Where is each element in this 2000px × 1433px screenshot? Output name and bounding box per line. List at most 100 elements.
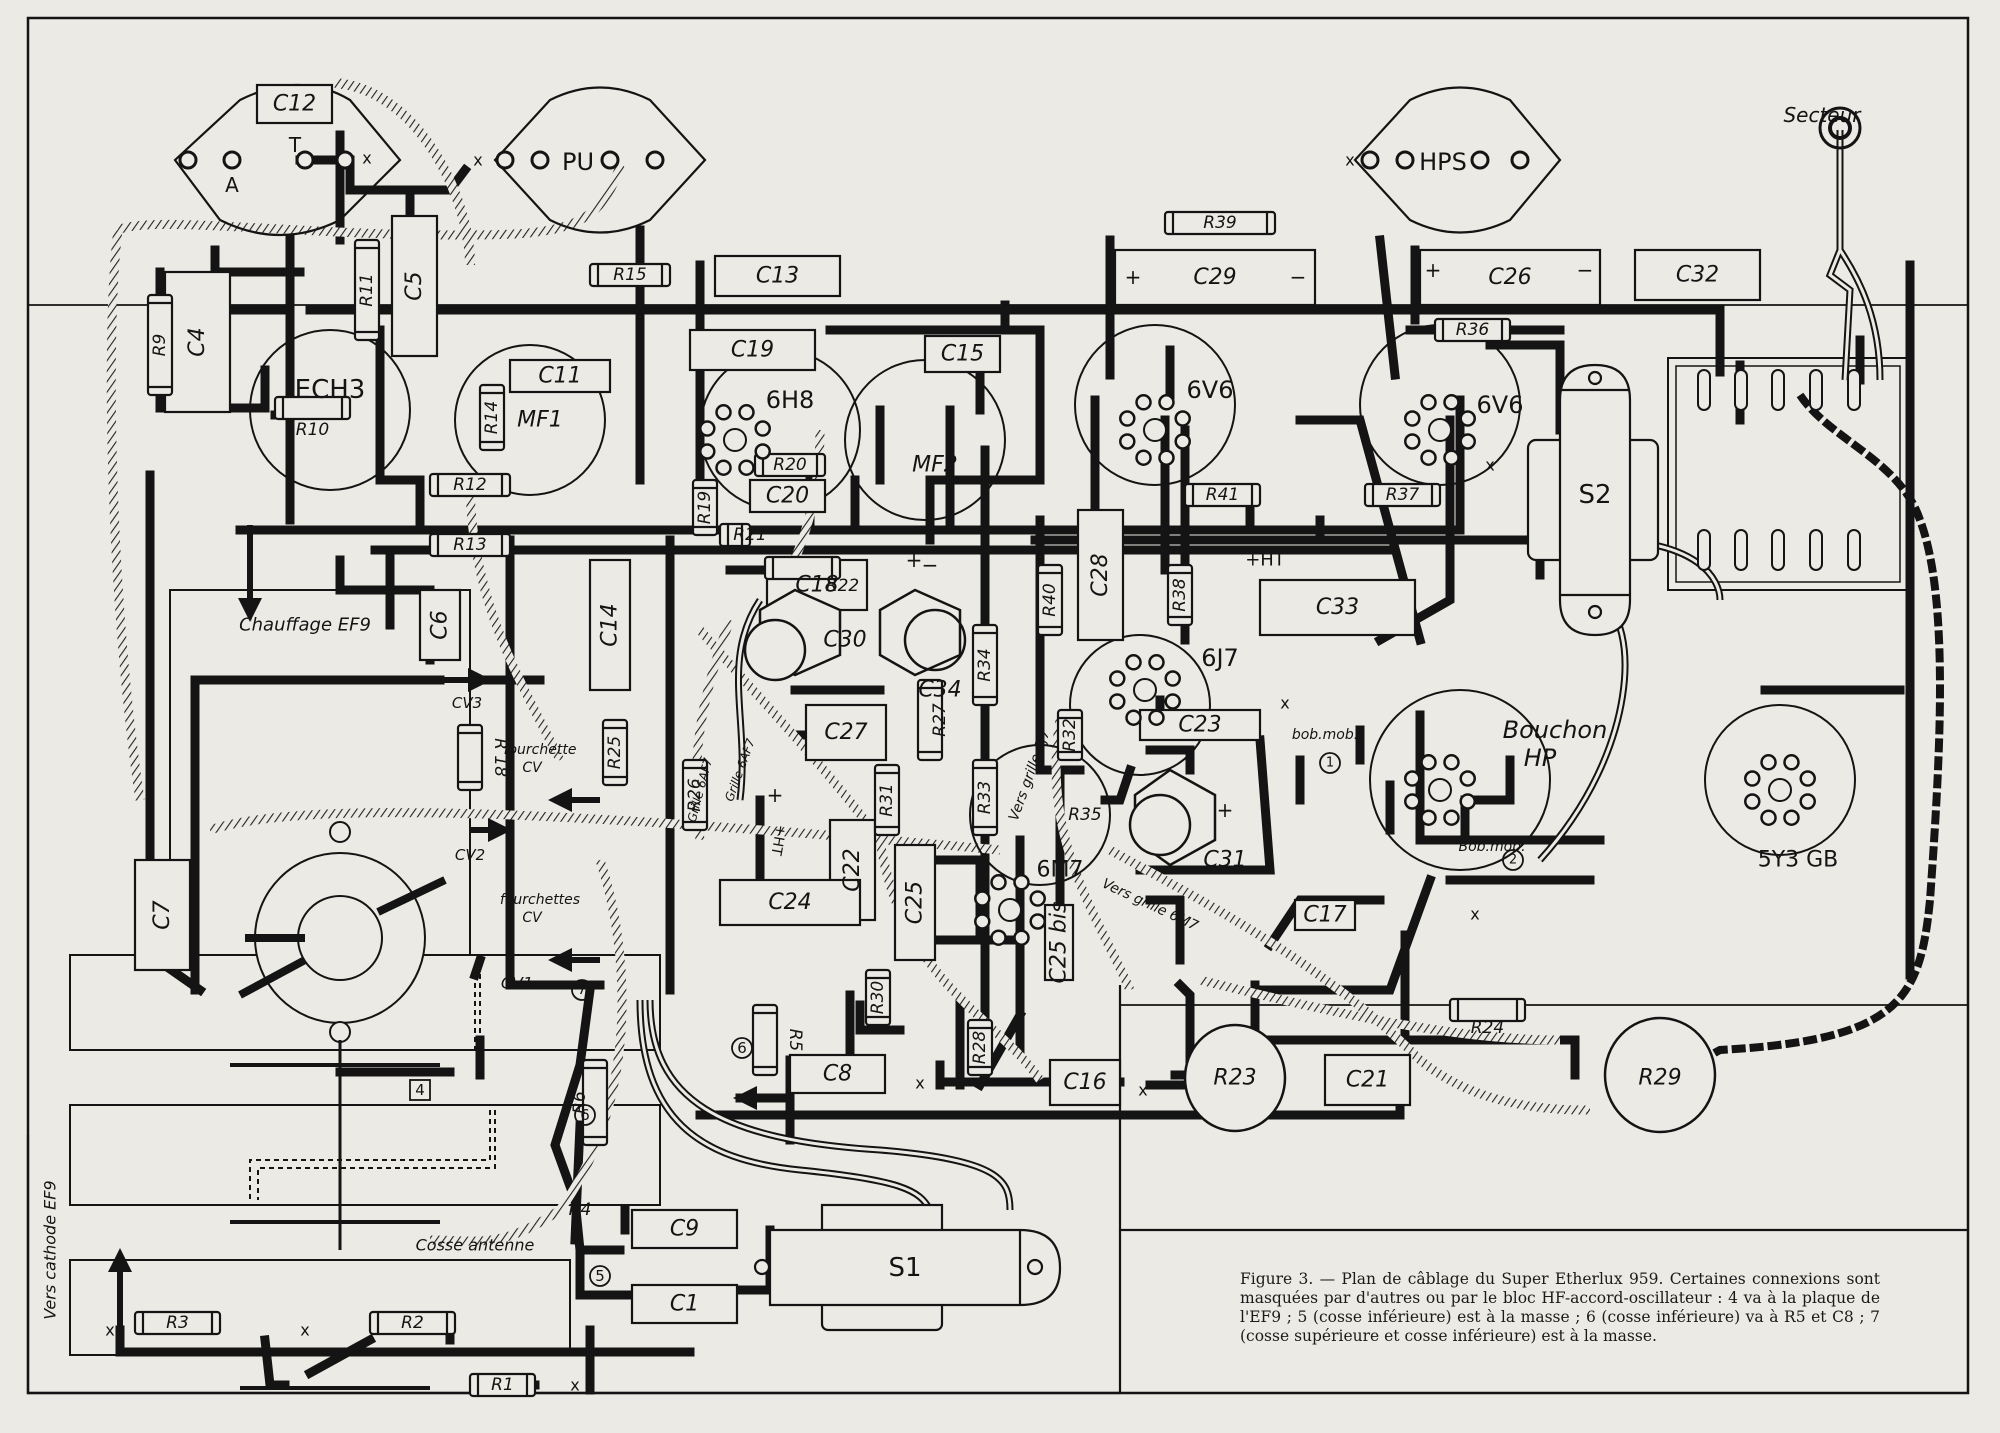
resistor-r12 <box>428 472 512 498</box>
label-c24: C24 <box>768 890 811 915</box>
octal-socket-pins <box>1119 394 1191 466</box>
cv2-label: CV2 <box>455 846 485 864</box>
label-r4: R4 <box>569 1200 592 1220</box>
resistor-r11 <box>353 238 381 342</box>
label-c29: C29 <box>1193 265 1236 290</box>
resistor-r40 <box>1036 563 1064 637</box>
polarity-minus: − <box>1290 265 1307 289</box>
resistor-r33 <box>971 758 999 837</box>
cv1-label: CV1 <box>501 974 533 993</box>
label-r28: R28 <box>970 1031 990 1065</box>
label-c4: C4 <box>185 327 210 356</box>
unused-terminal-x: x <box>915 1074 924 1093</box>
octal-socket-pins <box>1109 654 1181 726</box>
transformer-s2 <box>1526 363 1660 637</box>
jack-pu: PU <box>562 148 594 176</box>
label-r36: R36 <box>1456 320 1490 340</box>
marker-circle <box>574 1104 596 1126</box>
label-r29: R29 <box>1638 1066 1681 1091</box>
label-r5: R5 <box>785 1029 805 1052</box>
capacitor-c29 <box>1113 248 1317 307</box>
resistor-r22 <box>763 555 842 581</box>
label-c17: C17 <box>1303 903 1346 928</box>
resistor-r2 <box>368 1310 457 1336</box>
capacitor-c16 <box>1048 1058 1122 1107</box>
label-r9: R9 <box>150 334 170 357</box>
bouchon-label: Bouchon <box>1503 716 1608 744</box>
label-r34: R34 <box>975 648 995 681</box>
capacitor-c27 <box>804 703 888 762</box>
marker-circle <box>1502 849 1524 871</box>
label-c7: C7 <box>150 900 175 929</box>
label-c11: C11 <box>538 364 581 389</box>
capacitor-c17 <box>1293 898 1357 932</box>
polarity-minus: − <box>922 553 939 577</box>
jack-plates <box>173 84 1862 237</box>
resistor-r5 <box>751 1003 779 1077</box>
label-r38: R38 <box>1170 578 1190 612</box>
hp-label: HP <box>1524 744 1557 772</box>
resistor-r34 <box>971 623 999 707</box>
jack-a: A <box>225 173 239 197</box>
resistor-r3 <box>133 1310 222 1336</box>
chassis-outline <box>26 16 1970 1395</box>
tag-board <box>1697 369 1861 571</box>
label-c13: C13 <box>756 264 799 289</box>
capacitor-c25 <box>893 843 937 962</box>
jack-t: T <box>288 133 302 157</box>
resistor-r41 <box>1183 482 1262 508</box>
polarity-plus: + <box>1217 798 1234 822</box>
unused-terminal-x: x <box>1138 1081 1147 1100</box>
resistor-r37 <box>1363 482 1442 508</box>
label-c12: C12 <box>273 92 316 117</box>
fourchettes-cv-label-2b: CV <box>522 910 543 926</box>
capacitor-c14 <box>588 558 632 692</box>
resistor-r27 <box>916 678 944 762</box>
capacitor-c33 <box>1258 578 1417 637</box>
label-r14: R14 <box>482 401 502 434</box>
capacitor-c26 <box>1418 248 1602 307</box>
capacitor-c13 <box>713 254 842 298</box>
resistor-r30 <box>864 968 892 1027</box>
unused-terminal-x: x <box>1280 694 1289 713</box>
jack-terminals <box>178 150 1530 170</box>
label-r20: R20 <box>773 455 806 475</box>
capacitor-c24 <box>718 878 862 927</box>
marker-6b: 6 <box>737 1039 747 1057</box>
label-r1: R1 <box>491 1375 514 1395</box>
wiring-bus <box>115 130 1915 1395</box>
resistor-r19 <box>691 478 719 537</box>
polarity-plus: + <box>1125 265 1142 289</box>
unused-terminal-x: x <box>105 1321 114 1340</box>
secteur-label: Secteur <box>1783 103 1862 127</box>
label-r27: R27 <box>930 703 950 737</box>
chauffage-ef9-label: Chauffage EF9 <box>239 615 371 636</box>
label-c9: C9 <box>670 1217 699 1242</box>
resistor-r24 <box>1448 997 1527 1023</box>
transformer-s1 <box>753 1203 1062 1332</box>
label-c21: C21 <box>1346 1068 1389 1093</box>
capacitor-c12 <box>255 83 334 125</box>
label-c1: C1 <box>670 1292 699 1317</box>
marker-6: 6 <box>580 1106 590 1124</box>
unused-terminal-x: x <box>1485 456 1494 475</box>
tube-ech3: ECH3 <box>295 375 366 405</box>
label-c20: C20 <box>766 484 809 509</box>
unused-terminal-x: x <box>1345 151 1354 170</box>
capacitor-c6 <box>418 588 462 662</box>
potentiometers <box>743 588 1717 1134</box>
capacitor-c28 <box>1076 508 1125 642</box>
marker-circle <box>571 979 593 1001</box>
label-c28: C28 <box>1088 553 1113 596</box>
label-r3: R3 <box>166 1313 189 1333</box>
capacitor-c4 <box>163 270 232 414</box>
capacitor-c25bis <box>1043 903 1075 982</box>
capacitor-c7 <box>133 858 192 972</box>
marker-4: 4 <box>415 1081 425 1099</box>
label-r15: R15 <box>613 265 646 285</box>
capacitor-c32 <box>1633 248 1762 302</box>
tube-6j7: 6J7 <box>1201 644 1239 672</box>
